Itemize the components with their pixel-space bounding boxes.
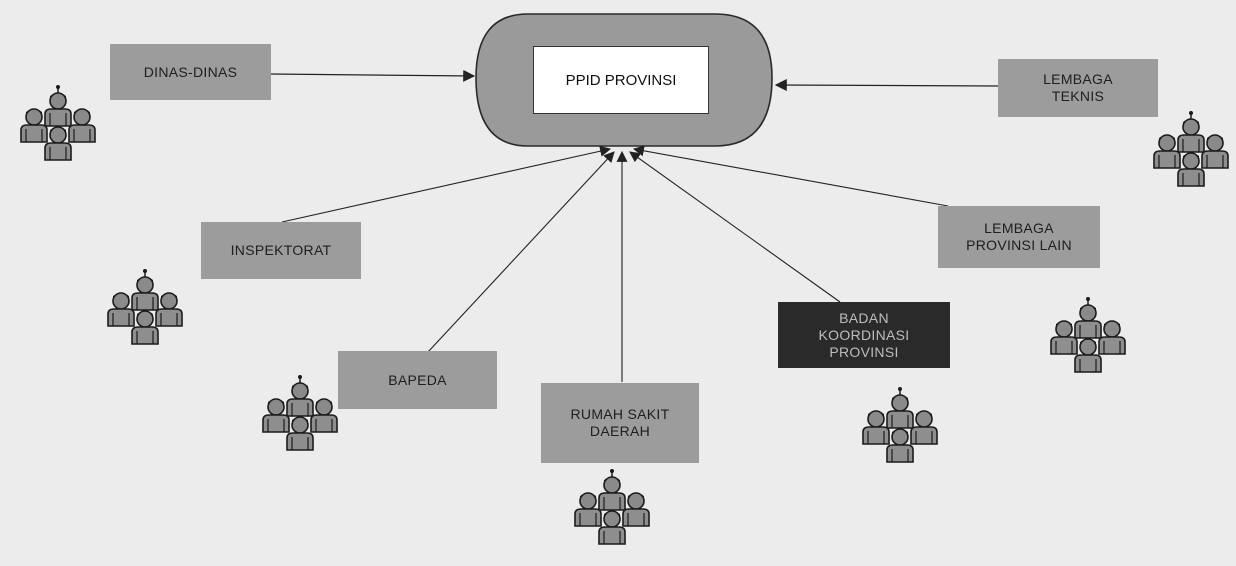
connector-lembaga-provinsi-lain	[634, 149, 948, 206]
connector-lembaga-teknis	[776, 85, 1000, 86]
node-lembaga-provinsi-lain: LEMBAGA PROVINSI LAIN	[938, 206, 1100, 268]
node-rumah-sakit-daerah: RUMAH SAKIT DAERAH	[541, 383, 699, 463]
people-group-icon-badan-koordinasi	[863, 387, 937, 462]
people-group-icon-inspektorat	[108, 269, 182, 344]
connector-badan-koordinasi	[630, 152, 840, 302]
node-dinas-dinas: DINAS-DINAS	[110, 44, 271, 100]
node-lembaga-teknis: LEMBAGA TEKNIS	[998, 59, 1158, 117]
connector-inspektorat	[282, 149, 610, 222]
people-group-icon-dinas	[21, 85, 95, 160]
node-inspektorat: INSPEKTORAT	[201, 222, 361, 279]
node-badan-koordinasi-provinsi: BADAN KOORDINASI PROVINSI	[778, 302, 950, 368]
people-group-icon-bapeda	[263, 375, 337, 450]
connector-bapeda	[428, 152, 614, 352]
people-group-icon-lembaga-provinsi-lain	[1051, 297, 1125, 372]
people-group-icon-lembaga-teknis	[1154, 111, 1228, 186]
node-bapeda: BAPEDA	[338, 351, 497, 409]
ppid-provinsi-label: PPID PROVINSI	[533, 46, 709, 114]
people-group-icon-rumah-sakit	[575, 469, 649, 544]
connector-dinas	[270, 74, 474, 76]
